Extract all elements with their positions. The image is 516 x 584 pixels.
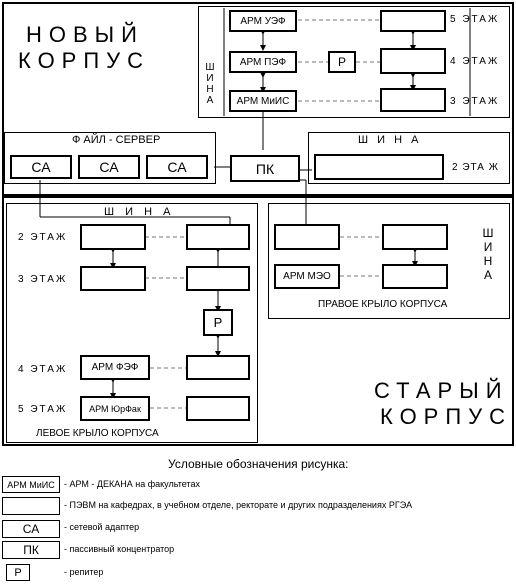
- second-floor-bus-frame: [308, 132, 510, 184]
- floor-5-label: 5 ЭТАЖ: [450, 14, 500, 25]
- passive-hub-node[interactable]: ПК: [230, 155, 300, 182]
- arm-yurfak-node[interactable]: АРМ ЮрФак: [80, 396, 150, 421]
- left-bus-label: Ш И Н А: [104, 206, 175, 218]
- network-adapter-3[interactable]: СА: [146, 155, 208, 179]
- left-floor-5-label: 5 ЭТАЖ: [18, 404, 68, 415]
- new-building-title-line2: КОРПУС: [18, 48, 151, 73]
- second-floor-bus-label: Ш И Н А: [358, 134, 422, 146]
- repeater-node[interactable]: Р: [328, 51, 356, 73]
- arm-fef-node[interactable]: АРМ ФЭФ: [80, 355, 150, 380]
- pc-node-2f-new[interactable]: [314, 154, 444, 180]
- legend-text-arm: - АРМ - ДЕКАНА на факультетах: [64, 479, 200, 489]
- file-server-label: Ф АЙЛ - СЕРВЕР: [72, 134, 161, 146]
- floor-2-right-label: 2 ЭТА Ж: [452, 162, 499, 173]
- legend-symbol-ca: СА: [2, 520, 60, 538]
- arm-pef-node[interactable]: АРМ ПЭФ: [229, 51, 297, 73]
- pc-left-5f-b[interactable]: [186, 396, 250, 421]
- legend-text-pc: - ПЭВМ на кафедрах, в учебном отделе, ре…: [64, 500, 413, 510]
- old-building-title-line2: КОРПУС: [380, 404, 513, 429]
- pc-right-3f-b[interactable]: [382, 264, 448, 289]
- left-floor-2-label: 2 ЭТАЖ: [18, 232, 68, 243]
- new-building-title-line1: НОВЫЙ: [26, 22, 144, 47]
- left-floor-4-label: 4 ЭТАЖ: [18, 364, 68, 375]
- legend-symbol-pk: ПК: [2, 541, 60, 559]
- left-wing-label: ЛЕВОЕ КРЫЛО КОРПУСА: [36, 428, 159, 439]
- pc-node-5f[interactable]: [380, 10, 446, 32]
- repeater-left[interactable]: Р: [203, 309, 233, 336]
- legend-text-ca: - сетевой адаптер: [64, 522, 140, 532]
- pc-left-2f-a[interactable]: [80, 224, 146, 250]
- legend-text-pk: - пассивный концентратор: [64, 544, 175, 554]
- arm-uef-node[interactable]: АРМ УЭФ: [229, 10, 297, 32]
- old-building-title-line1: СТАРЫЙ: [374, 378, 509, 403]
- pc-node-4f[interactable]: [380, 48, 446, 74]
- floor-3-label: 3 ЭТАЖ: [450, 96, 500, 107]
- pc-left-4f-b[interactable]: [186, 355, 250, 380]
- legend-title: Условные обозначения рисунка:: [168, 457, 349, 471]
- pc-right-2f-a[interactable]: [274, 224, 340, 250]
- legend-text-r: - репитер: [64, 567, 104, 577]
- pc-left-2f-b[interactable]: [186, 224, 250, 250]
- network-adapter-2[interactable]: СА: [78, 155, 140, 179]
- new-building-bus-frame: [198, 6, 510, 118]
- pc-left-3f-b[interactable]: [186, 266, 250, 291]
- pc-node-3f[interactable]: [380, 88, 446, 112]
- pc-right-2f-b[interactable]: [382, 224, 448, 250]
- network-adapter-1[interactable]: СА: [10, 155, 72, 179]
- legend-symbol-arm: АРМ МиИС: [2, 476, 60, 493]
- legend-symbol-r: Р: [6, 564, 30, 581]
- floor-4-label: 4 ЭТАЖ: [450, 56, 500, 67]
- right-wing-frame: [268, 203, 510, 319]
- arm-meo-node[interactable]: АРМ МЭО: [274, 264, 340, 289]
- old-building-frame: [2, 196, 514, 446]
- left-floor-3-label: 3 ЭТАЖ: [18, 274, 68, 285]
- file-server-frame: [4, 132, 216, 184]
- new-building-frame: [2, 2, 514, 196]
- legend-symbol-pc: [2, 497, 60, 515]
- right-wing-label: ПРАВОЕ КРЫЛО КОРПУСА: [318, 299, 448, 310]
- pc-left-3f-a[interactable]: [80, 266, 146, 291]
- left-wing-frame: [6, 203, 258, 443]
- arm-mis-node[interactable]: АРМ МиИС: [229, 90, 297, 112]
